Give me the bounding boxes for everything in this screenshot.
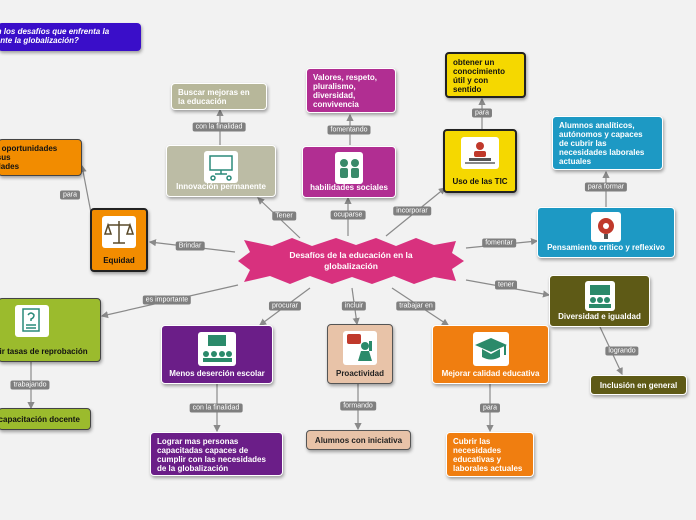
inclusion-node[interactable]: Inclusión en general bbox=[590, 375, 687, 395]
valores-line4: convivencia bbox=[313, 100, 359, 109]
label-fomentar[interactable]: fomentar bbox=[482, 238, 516, 248]
central-title-line1: Desafíos de la educación en la bbox=[289, 250, 413, 260]
alumnos-line1: Alumnos analíticos, bbox=[559, 121, 635, 130]
brain-gear-icon bbox=[591, 212, 621, 242]
alumnos-iniciativa-node[interactable]: Alumnos con iniciativa bbox=[306, 430, 411, 450]
habilidades-label: habilidades sociales bbox=[310, 183, 388, 192]
lograr-node[interactable]: Lograr mas personas capacitadas capaces … bbox=[150, 432, 283, 476]
proactividad-label: Proactividad bbox=[335, 369, 384, 378]
cubrir-line3: educativas y bbox=[453, 455, 502, 464]
valores-line1: Valores, respeto, bbox=[313, 73, 378, 82]
obtener-line1: obtener un bbox=[453, 58, 495, 67]
proactividad-node[interactable]: Proactividad bbox=[327, 324, 393, 384]
label-para-calidad[interactable]: para bbox=[479, 403, 501, 413]
calidad-node[interactable]: Mejorar calidad educativa bbox=[432, 325, 549, 384]
alumnos-line5: actuales bbox=[559, 157, 592, 166]
tic-node[interactable]: Uso de las TIC bbox=[443, 129, 517, 193]
label-para-tic[interactable]: para bbox=[471, 108, 493, 118]
teacher-computer-icon bbox=[461, 137, 499, 169]
capacitacion-label: La capacitación docente bbox=[0, 415, 80, 424]
label-ocuparse[interactable]: ocuparse bbox=[330, 210, 366, 220]
classroom-group-icon bbox=[584, 281, 615, 311]
balance-scale-icon bbox=[102, 216, 136, 248]
label-con-finalidad-innovacion[interactable]: con la finalidad bbox=[192, 122, 246, 132]
cubrir-node[interactable]: Cubrir las necesidades educativas y labo… bbox=[446, 432, 534, 477]
label-trabajando[interactable]: trabajando bbox=[10, 380, 50, 390]
label-para-equidad[interactable]: para bbox=[59, 190, 81, 200]
graduation-cap-icon bbox=[472, 332, 509, 366]
buscar-line1: Buscar mejoras en bbox=[178, 88, 250, 97]
valores-line3: diversidad, bbox=[313, 91, 356, 100]
label-formando[interactable]: formando bbox=[340, 401, 376, 411]
alumnos-line4: necesidades laborales bbox=[559, 148, 645, 157]
label-incorporar[interactable]: incorporar bbox=[393, 206, 431, 216]
label-brindar[interactable]: Brindar bbox=[175, 241, 205, 251]
lograr-line3: cumplir con las necesidades bbox=[157, 455, 266, 464]
question-box[interactable]: ¿Cuáles son los desafíos que enfrenta la… bbox=[0, 23, 141, 51]
cubrir-line2: necesidades bbox=[453, 446, 502, 455]
buscar-node[interactable]: Buscar mejoras en la educación bbox=[171, 83, 267, 110]
obtener-line3: útil y con bbox=[453, 76, 489, 85]
label-tener-innovacion[interactable]: Tener bbox=[272, 211, 296, 221]
diversidad-label: Diversidad e igualdad bbox=[558, 312, 641, 321]
inclusion-label: Inclusión en general bbox=[599, 381, 678, 390]
lograr-line4: de la globalización bbox=[157, 464, 229, 473]
reprobacion-label: Disminuir tasas de reprobación bbox=[0, 347, 88, 356]
alumnos-line2: autónomos y capaces bbox=[559, 130, 643, 139]
label-es-importante[interactable]: es importante bbox=[142, 295, 192, 305]
label-tener-diversidad[interactable]: tener bbox=[495, 280, 517, 290]
pensamiento-node[interactable]: Pensamiento crítico y reflexivo bbox=[537, 207, 675, 258]
oportunidades-node[interactable]: Brindar oportunidades según sus necesida… bbox=[0, 139, 82, 176]
obtener-node[interactable]: obtener un conocimiento útil y con senti… bbox=[445, 52, 526, 98]
pensamiento-label: Pensamiento crítico y reflexivo bbox=[547, 243, 665, 252]
alumnos-line3: de cubrir las bbox=[559, 139, 607, 148]
label-para-formar[interactable]: para formar bbox=[584, 182, 628, 192]
habilidades-node[interactable]: habilidades sociales bbox=[302, 146, 396, 198]
buscar-line2: la educación bbox=[178, 97, 227, 106]
computer-classroom-icon bbox=[204, 151, 238, 183]
desercion-label: Menos deserción escolar bbox=[169, 369, 265, 378]
label-incluir[interactable]: incluir bbox=[341, 301, 367, 311]
valores-node[interactable]: Valores, respeto, pluralismo, diversidad… bbox=[306, 68, 396, 113]
people-chat-icon bbox=[335, 152, 363, 184]
equidad-label: Equidad bbox=[103, 256, 135, 265]
presentation-audience-icon bbox=[198, 332, 236, 366]
desercion-node[interactable]: Menos deserción escolar bbox=[161, 325, 273, 384]
innovacion-node[interactable]: Innovación permanente bbox=[166, 145, 276, 197]
oportunidades-line2: según sus bbox=[0, 153, 11, 162]
label-trabajar-en[interactable]: trabajar en bbox=[396, 301, 436, 311]
alumnos-iniciativa-label: Alumnos con iniciativa bbox=[314, 436, 403, 445]
reprobacion-node[interactable]: Disminuir tasas de reprobación bbox=[0, 298, 101, 362]
central-topic[interactable]: Desafíos de la educación en la globaliza… bbox=[238, 238, 464, 284]
question-line1: ¿Cuáles son los desafíos que enfrenta la bbox=[0, 27, 110, 36]
tic-label: Uso de las TIC bbox=[452, 177, 508, 186]
label-procurar[interactable]: procurar bbox=[268, 301, 302, 311]
calidad-label: Mejorar calidad educativa bbox=[441, 369, 540, 378]
valores-line2: pluralismo, bbox=[313, 82, 356, 91]
lograr-line2: capacitadas capaces de bbox=[157, 446, 249, 455]
alumnos-node[interactable]: Alumnos analíticos, autónomos y capaces … bbox=[552, 116, 663, 170]
lograr-line1: Lograr mas personas bbox=[157, 437, 239, 446]
obtener-line2: conocimiento bbox=[453, 67, 506, 76]
obtener-line4: sentido bbox=[453, 85, 482, 94]
innovacion-label: Innovación permanente bbox=[176, 182, 266, 191]
capacitacion-node[interactable]: La capacitación docente bbox=[0, 408, 91, 430]
equidad-node[interactable]: Equidad bbox=[90, 208, 148, 272]
label-logrando[interactable]: logrando bbox=[605, 346, 639, 356]
diversidad-node[interactable]: Diversidad e igualdad bbox=[549, 275, 650, 327]
central-star-shape bbox=[238, 238, 464, 284]
person-idea-icon bbox=[343, 331, 377, 365]
oportunidades-line3: necesidades bbox=[0, 162, 20, 171]
label-con-finalidad-desercion[interactable]: con la finalidad bbox=[189, 403, 243, 413]
oportunidades-line1: Brindar oportunidades bbox=[0, 144, 58, 153]
question-line2: educación ante la globalización? bbox=[0, 36, 79, 45]
cubrir-line4: laborales actuales bbox=[453, 464, 523, 473]
central-title-line2: globalización bbox=[324, 261, 378, 271]
cubrir-line1: Cubrir las bbox=[453, 437, 491, 446]
label-fomentando[interactable]: fomentando bbox=[327, 125, 371, 135]
document-question-icon bbox=[15, 305, 49, 337]
